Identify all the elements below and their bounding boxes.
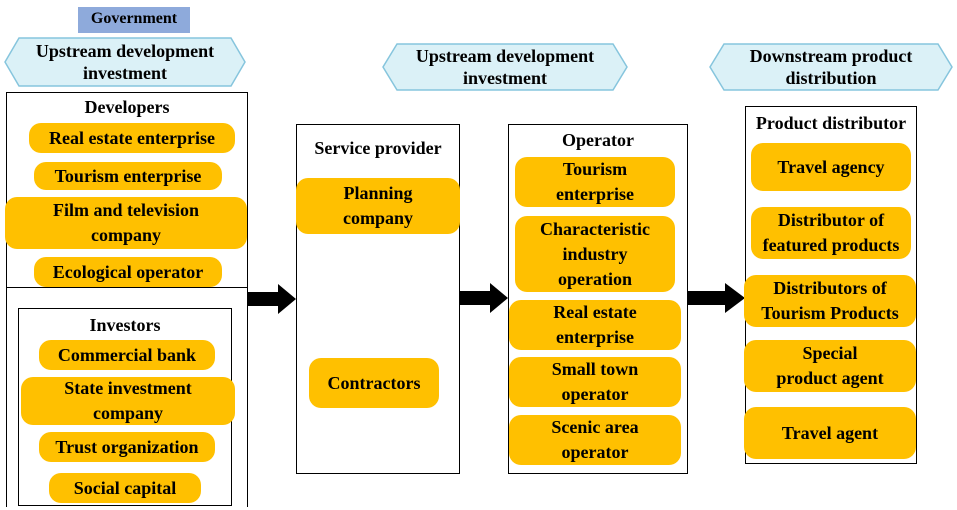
hexagon-shape	[382, 43, 628, 91]
header-downstream: Downstream product distribution	[708, 42, 954, 92]
product-distributor-title: Product distributor	[755, 113, 907, 133]
hexagon-shape	[709, 43, 953, 91]
developer-tourism: Tourism enterprise	[34, 162, 222, 190]
hexagon-shape	[4, 37, 246, 87]
distributor-tourism-products: Distributors of Tourism Products	[744, 275, 916, 327]
operator-scenic-area: Scenic area operator	[509, 415, 681, 465]
operator-characteristic-industry: Characteristic industry operation	[515, 216, 675, 292]
service-provider-box: Service provider Planning company Contra…	[296, 124, 460, 474]
developer-film-tv: Film and television company	[5, 197, 247, 249]
header-label: Downstream product distribution	[749, 46, 913, 88]
product-distributor-box: Product distributor Travel agency Distri…	[744, 106, 917, 464]
contractors: Contractors	[309, 358, 439, 408]
header-upstream-left: Upstream development investment	[3, 36, 247, 88]
investors-title: Investors	[89, 315, 161, 335]
service-provider-title: Service provider	[314, 138, 442, 158]
header-label: Upstream development investment	[415, 46, 595, 88]
header-upstream-middle: Upstream development investment	[381, 42, 629, 92]
header-label: Upstream development investment	[35, 41, 215, 83]
developers-title: Developers	[84, 97, 170, 117]
operator-small-town: Small town operator	[509, 357, 681, 407]
arrow-right-icon	[460, 283, 508, 313]
operator-real-estate: Real estate enterprise	[509, 300, 681, 350]
investor-social-capital: Social capital	[49, 473, 201, 503]
government-label: Government	[78, 7, 190, 33]
distributor-featured-products: Distributor of featured products	[751, 207, 911, 259]
distributor-travel-agent: Travel agent	[744, 407, 916, 459]
distributor-travel-agency: Travel agency	[751, 143, 911, 191]
operator-box: Operator Tourism enterprise Characterist…	[508, 124, 688, 474]
developer-real-estate: Real estate enterprise	[29, 123, 235, 153]
investor-trust: Trust organization	[39, 432, 215, 462]
planning-company: Planning company	[296, 178, 460, 234]
distributor-special-product-agent: Special product agent	[744, 340, 916, 392]
developers-box: Developers Real estate enterprise Touris…	[5, 92, 248, 288]
arrow-right-icon	[248, 284, 296, 314]
operator-tourism-enterprise: Tourism enterprise	[515, 157, 675, 207]
investor-commercial-bank: Commercial bank	[39, 340, 215, 370]
investors-box: Investors Commercial bank State investme…	[18, 308, 235, 506]
investor-state-investment: State investment company	[21, 377, 235, 425]
developer-ecological: Ecological operator	[34, 257, 222, 287]
operator-title: Operator	[562, 130, 634, 150]
arrow-right-icon	[687, 283, 745, 313]
